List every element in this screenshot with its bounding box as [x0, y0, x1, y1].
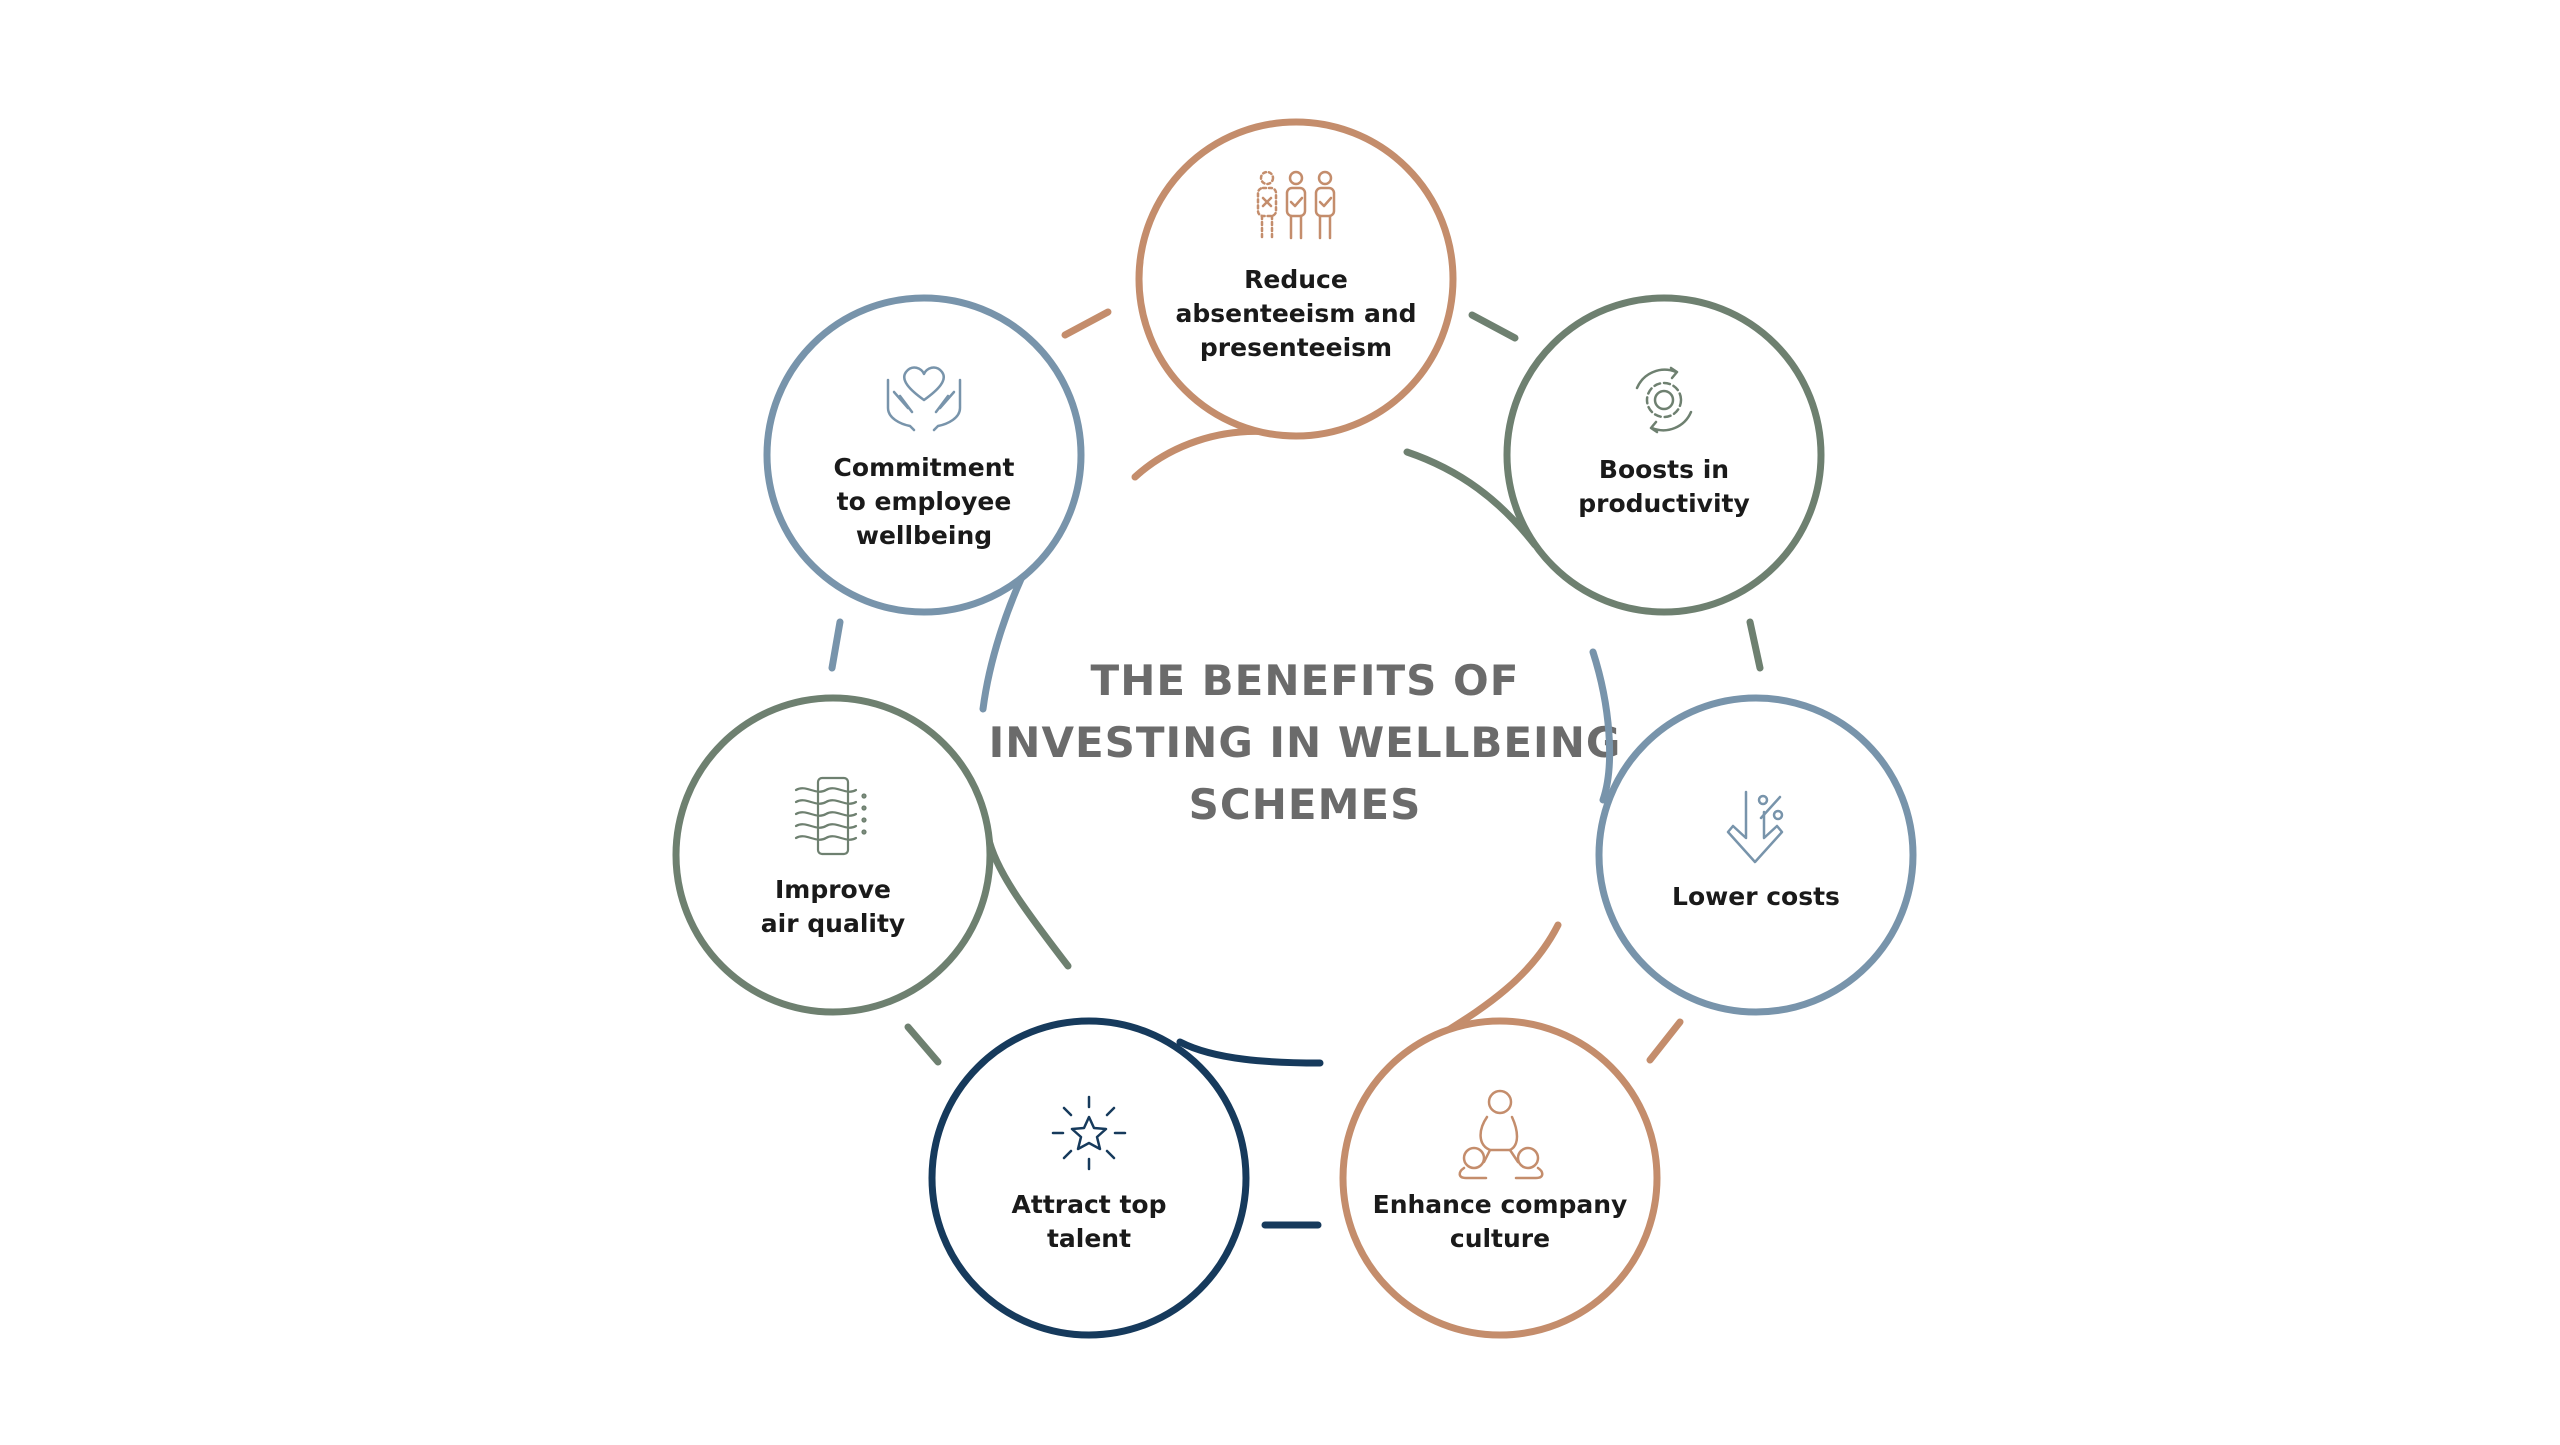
node-label-line-2: talent	[1047, 1224, 1131, 1253]
node-label-line-2: to employee	[837, 487, 1012, 516]
tail-absenteeism	[1131, 427, 1274, 481]
node-circle	[928, 1017, 1250, 1339]
heart-hands-icon	[886, 366, 962, 432]
node-absenteeism: Reduce absenteeism and presenteeism	[1135, 118, 1457, 440]
dash-air-commitment	[828, 618, 844, 672]
node-circle	[763, 294, 1085, 616]
node-label-line-2: air quality	[761, 909, 905, 938]
node-circle	[1503, 294, 1825, 616]
node-label-line-2: productivity	[1578, 489, 1750, 518]
node-label-line-1: Commitment	[834, 453, 1015, 482]
dash-costs-culture	[1646, 1018, 1684, 1064]
node-label-line-1: Attract top	[1012, 1190, 1167, 1219]
node-circle	[1339, 1017, 1661, 1339]
node-costs: Lower costs	[1595, 694, 1917, 1016]
node-label-line-1: Boosts in	[1599, 455, 1729, 484]
node-label-line-2: absenteeism and	[1175, 299, 1416, 328]
node-talent: Attract top talent	[928, 1017, 1250, 1339]
star-burst-icon	[1051, 1095, 1127, 1171]
tail-talent	[1176, 1038, 1324, 1067]
node-circle	[1595, 694, 1917, 1016]
node-air: Improve air quality	[672, 694, 994, 1016]
gear-cycle-icon	[1635, 366, 1693, 434]
node-commitment: Commitment to employee wellbeing	[763, 294, 1085, 616]
node-label-line-1: Enhance company	[1373, 1190, 1628, 1219]
node-label-line-1: Improve	[775, 875, 891, 904]
dash-commitment-absenteeism	[1061, 308, 1112, 339]
connector-dashes	[828, 308, 1764, 1229]
node-culture: Enhance company culture	[1339, 1017, 1661, 1339]
node-label-line-2: culture	[1450, 1224, 1550, 1253]
people-check-icon	[1256, 170, 1336, 240]
node-label-line-3: presenteeism	[1200, 333, 1392, 362]
node-productivity: Boosts in productivity	[1503, 294, 1825, 616]
node-label-line-1: Reduce	[1244, 265, 1348, 294]
tail-costs	[1589, 648, 1614, 804]
node-label-line-3: wellbeing	[856, 521, 992, 550]
title-line-1: THE BENEFITS OF	[1091, 656, 1520, 705]
tail-air	[984, 832, 1072, 970]
people-together-icon	[1458, 1089, 1544, 1180]
dash-absenteeism-productivity	[1468, 311, 1519, 342]
node-label-line-1: Lower costs	[1672, 882, 1840, 911]
connector-tails	[979, 427, 1614, 1067]
air-purifier-icon	[794, 776, 867, 856]
dash-productivity-costs	[1746, 618, 1764, 672]
node-circle	[1135, 118, 1457, 440]
title-line-2: INVESTING IN WELLBEING	[989, 718, 1622, 767]
dash-talent-air	[904, 1023, 942, 1066]
percent-down-arrow-icon	[1726, 790, 1784, 864]
center-title: THE BENEFITS OF INVESTING IN WELLBEING S…	[989, 656, 1622, 829]
title-line-3: SCHEMES	[1189, 780, 1422, 829]
